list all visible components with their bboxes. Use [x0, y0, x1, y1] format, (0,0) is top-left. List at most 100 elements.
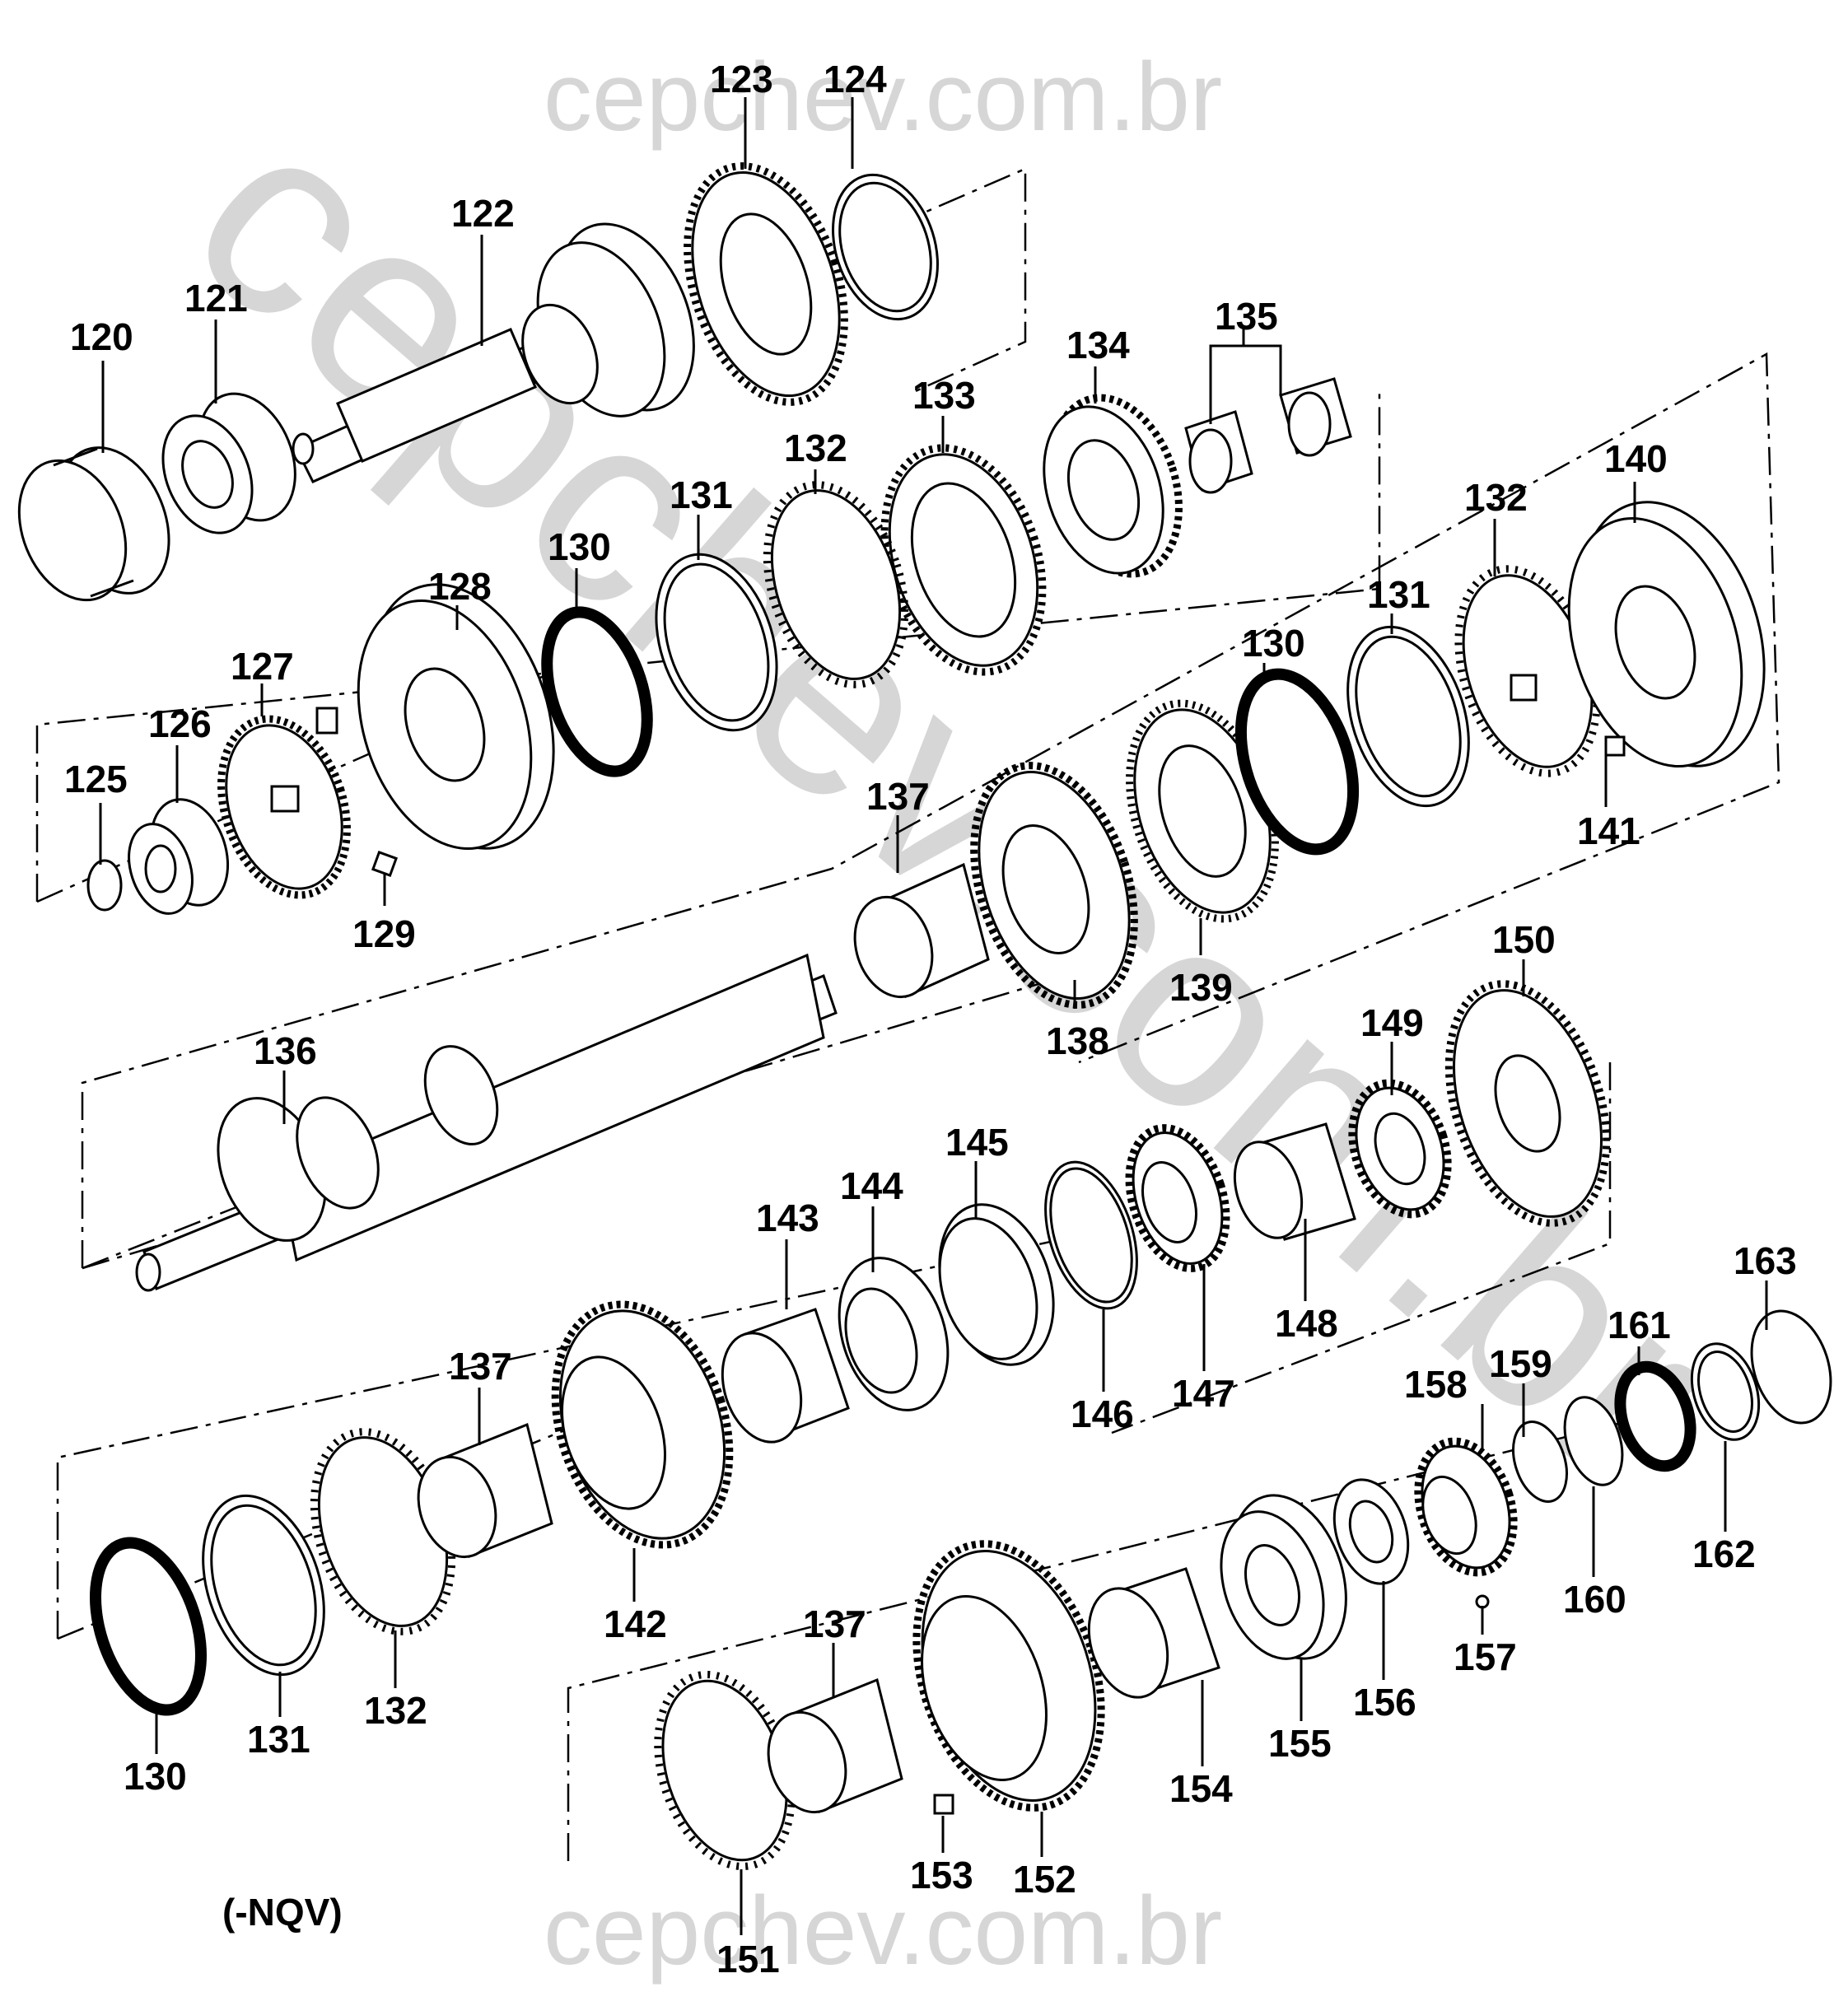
- variant-note: (-NQV): [222, 1891, 343, 1934]
- callout-135: 135: [1215, 295, 1278, 338]
- callout-146: 146: [1071, 1393, 1134, 1435]
- callout-156: 156: [1353, 1681, 1416, 1724]
- callout-160: 160: [1563, 1578, 1626, 1621]
- callout-130b: 130: [1242, 622, 1305, 665]
- callout-137b: 137: [449, 1345, 512, 1388]
- callout-132b: 132: [1464, 476, 1528, 519]
- callout-126: 126: [148, 702, 212, 745]
- callout-150: 150: [1492, 918, 1556, 961]
- part-149-helical-gear: [1348, 1079, 1452, 1219]
- part-120-bearing-cup: [17, 446, 170, 602]
- part-145-bearing-cup: [938, 1203, 1055, 1366]
- part-144-tapered-bearing: [838, 1257, 950, 1411]
- part-142-helical-gear: [551, 1300, 734, 1549]
- part-130-synchro-ring-a: [541, 606, 653, 777]
- part-150-large-gear: [1444, 980, 1611, 1227]
- callout-144: 144: [840, 1164, 903, 1207]
- part-157-ball: [1475, 1594, 1490, 1609]
- part-132-outer-ring-a: [763, 481, 909, 688]
- part-152-gear-assembly: [912, 1540, 1105, 1812]
- part-133-blocker-gear: [880, 444, 1047, 676]
- callout-123: 123: [710, 58, 773, 100]
- part-160-snap-ring: [1563, 1396, 1624, 1486]
- part-127-synchro-ring: [217, 715, 351, 899]
- callout-120: 120: [70, 315, 133, 358]
- callout-127: 127: [231, 645, 294, 688]
- part-121-tapered-bearing: [161, 392, 296, 534]
- part-124-snap-ring: [832, 173, 939, 321]
- callout-132c: 132: [364, 1689, 427, 1732]
- part-138-helical-gear: [970, 762, 1138, 1009]
- callout-149: 149: [1360, 1001, 1424, 1044]
- callout-130c: 130: [124, 1755, 187, 1798]
- part-137-needle-bearing-c: [767, 1677, 903, 1814]
- part-128-hub-sleeve: [315, 583, 555, 850]
- part-143-bushing: [721, 1308, 850, 1444]
- callout-151: 151: [716, 1938, 780, 1980]
- callout-131a: 131: [670, 474, 733, 516]
- callout-145: 145: [945, 1121, 1009, 1164]
- part-158-gear: [1414, 1437, 1518, 1577]
- part-126-bearing: [128, 798, 230, 915]
- leader-lines: [99, 97, 1768, 1935]
- part-163-snap-ring: [1750, 1309, 1832, 1425]
- callout-128: 128: [428, 565, 492, 608]
- callout-159: 159: [1489, 1342, 1552, 1385]
- callout-131c: 131: [247, 1718, 310, 1761]
- callout-143: 143: [756, 1197, 819, 1239]
- part-131-cone-a: [655, 553, 778, 732]
- callout-141: 141: [1577, 809, 1640, 852]
- part-147-helical-gear: [1125, 1124, 1230, 1272]
- callout-152: 152: [1013, 1858, 1076, 1901]
- callout-138: 138: [1046, 1019, 1109, 1062]
- part-123-gear-ring: [684, 162, 848, 406]
- callout-137c: 137: [803, 1602, 866, 1645]
- callout-147: 147: [1172, 1372, 1235, 1415]
- part-148-sleeve: [1233, 1122, 1356, 1241]
- callout-125: 125: [64, 758, 128, 800]
- callout-139: 139: [1169, 966, 1233, 1009]
- part-159-washer: [1512, 1421, 1568, 1503]
- callout-142: 142: [604, 1602, 667, 1645]
- callout-124: 124: [824, 58, 887, 100]
- part-155-ball-bearing: [1220, 1494, 1347, 1660]
- part-140-synchro-assembly: [1567, 501, 1766, 767]
- watermark-bottom: cepchev.com.br: [544, 1877, 1222, 1985]
- part-131-cone-c: [202, 1494, 325, 1677]
- part-122-input-shaft: [292, 222, 695, 483]
- callout-153: 153: [910, 1854, 973, 1896]
- callout-122: 122: [451, 192, 515, 235]
- part-141-key: [1604, 735, 1626, 757]
- callout-157: 157: [1454, 1635, 1517, 1678]
- part-129-key: [371, 850, 399, 878]
- part-131-cone-b: [1346, 625, 1470, 808]
- callout-137a: 137: [866, 775, 930, 818]
- callout-162: 162: [1692, 1532, 1756, 1575]
- callout-130a: 130: [548, 525, 611, 568]
- callout-161: 161: [1608, 1304, 1671, 1346]
- callout-136: 136: [254, 1029, 317, 1072]
- callout-132a: 132: [784, 427, 847, 469]
- callout-158: 158: [1404, 1363, 1468, 1406]
- callout-148: 148: [1275, 1302, 1338, 1345]
- callout-134: 134: [1066, 324, 1130, 366]
- callout-155: 155: [1268, 1722, 1332, 1765]
- callout-131b: 131: [1367, 573, 1430, 616]
- callout-129: 129: [352, 912, 416, 955]
- callout-140: 140: [1604, 437, 1668, 480]
- callout-154: 154: [1169, 1767, 1233, 1810]
- callout-121: 121: [184, 277, 248, 320]
- part-137-needle-bearing-b: [417, 1422, 553, 1559]
- watermark-top: cepchev.com.br: [544, 43, 1222, 152]
- part-154-bushing: [1087, 1567, 1220, 1699]
- part-156-nut: [1332, 1478, 1410, 1585]
- part-130-synchro-ring-b: [1234, 668, 1360, 856]
- part-146-shim: [1044, 1160, 1138, 1310]
- part-134-helical-gear: [1043, 394, 1183, 578]
- callout-163: 163: [1734, 1239, 1797, 1282]
- part-137-needle-bearing-a: [853, 862, 990, 999]
- part-125-snap-ring: [86, 859, 123, 912]
- callout-133: 133: [912, 374, 976, 417]
- part-136-main-shaft: [135, 953, 838, 1292]
